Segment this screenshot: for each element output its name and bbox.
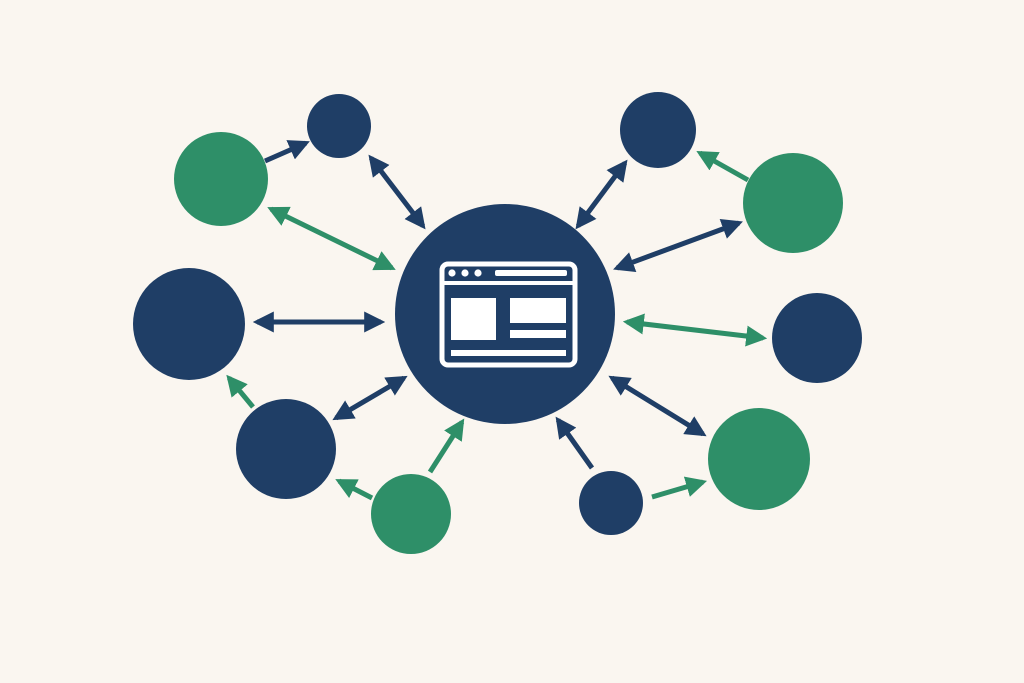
- node-top-left-small: [307, 94, 371, 158]
- arrow-upper-right-green-to-top-right: [696, 150, 750, 183]
- browser-content-image: [510, 298, 566, 323]
- node-bottom-left: [371, 474, 451, 554]
- node-left-large: [133, 268, 245, 380]
- arrow-hub-to-lower-right-green: [608, 375, 707, 437]
- arrow-hub-to-upper-right-green: [613, 218, 743, 273]
- arrow-bottom-right-small-to-hub: [555, 416, 595, 470]
- node-lower-right: [708, 408, 810, 510]
- arrow-hub-to-top-left: [368, 154, 426, 230]
- browser-dot-3: [474, 269, 482, 277]
- node-upper-left-large: [174, 132, 268, 226]
- node-right: [772, 293, 862, 383]
- browser-dot-2: [461, 269, 469, 277]
- arrow-bottom-left-green-to-hub: [427, 418, 465, 474]
- arrow-lower-left-to-left: [226, 374, 255, 409]
- node-lower-left: [236, 399, 336, 499]
- browser-content-block: [451, 298, 496, 340]
- browser-footer-line: [451, 350, 566, 356]
- browser-frame: [439, 261, 578, 368]
- node-upper-right-large: [743, 153, 843, 253]
- node-bottom-right-small: [579, 471, 643, 535]
- connection-arrows: [226, 140, 768, 501]
- arrow-hub-to-right: [622, 313, 768, 347]
- hub-circle: [395, 204, 615, 424]
- arrow-hub-to-top-right: [575, 159, 628, 230]
- browser-window-icon: [439, 261, 578, 368]
- arrow-bottom-right-small-to-lower-right: [651, 476, 708, 500]
- satellite-nodes: [133, 92, 862, 554]
- browser-dot-1: [448, 269, 456, 277]
- arrow-hub-to-upper-left-green: [267, 206, 396, 271]
- arrow-hub-to-lower-left: [332, 375, 408, 421]
- arrow-green-upper-left-to-top-left: [263, 140, 310, 164]
- browser-content-text: [510, 330, 566, 338]
- central-hub: [395, 204, 615, 424]
- browser-address-bar: [495, 270, 567, 276]
- node-top-right-small: [620, 92, 696, 168]
- arrow-bottom-left-green-to-lower-left: [335, 478, 374, 501]
